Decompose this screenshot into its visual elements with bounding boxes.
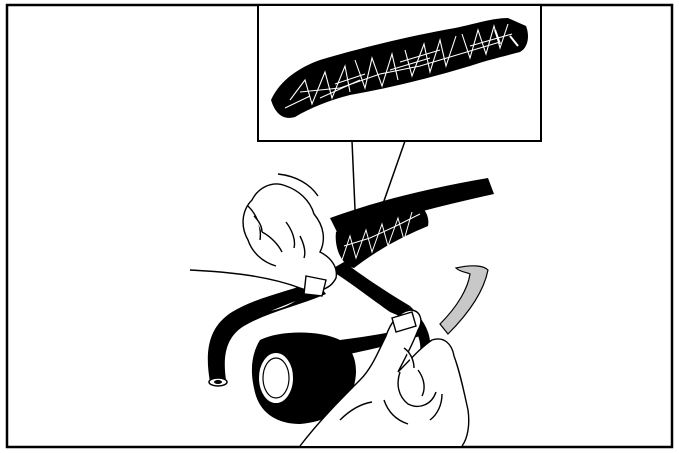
left-hand <box>190 174 336 312</box>
backing-liner <box>440 266 488 334</box>
magnified-wrap-inset <box>258 5 541 141</box>
tape-strip <box>330 262 410 318</box>
